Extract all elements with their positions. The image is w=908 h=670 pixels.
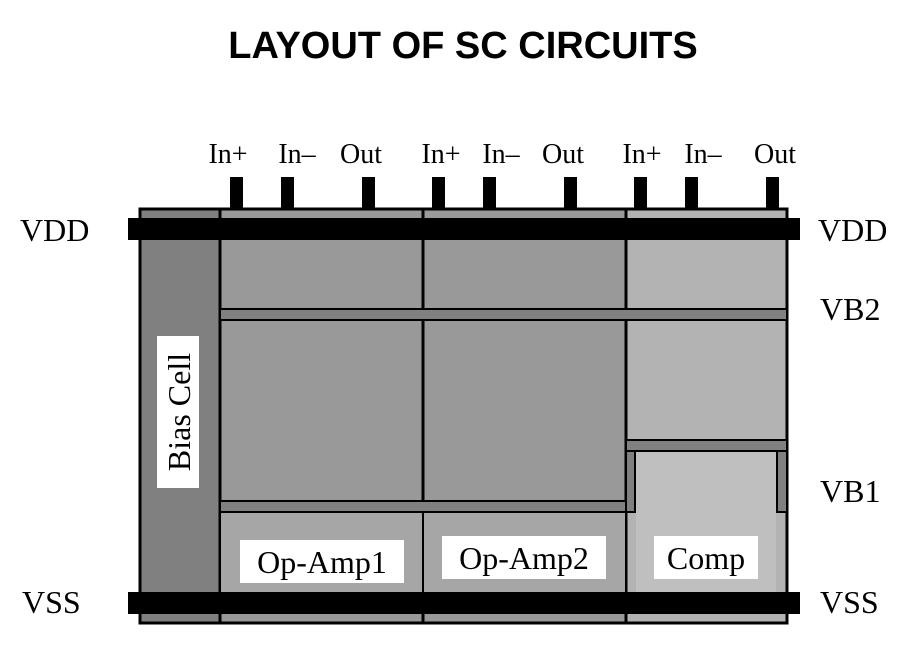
pin-stubs xyxy=(230,177,779,209)
pin-stub xyxy=(564,177,577,209)
vb1-label: VB1 xyxy=(820,473,880,509)
vss-label-left: VSS xyxy=(22,584,81,620)
vb2-label: VB2 xyxy=(820,291,880,327)
pin-stub xyxy=(766,177,779,209)
bias-cell-label-box xyxy=(157,336,199,488)
pin-stub xyxy=(281,177,294,209)
bias-cell-label: Bias Cell xyxy=(157,336,199,488)
pin-label: Out xyxy=(754,139,796,170)
vb1-connector-right xyxy=(776,450,788,513)
opamp2-label-box xyxy=(442,536,606,579)
bias-cell-text: Bias Cell xyxy=(161,353,197,471)
pin-stub xyxy=(432,177,445,209)
pin-stub xyxy=(362,177,375,209)
pin-label: Out xyxy=(542,139,584,170)
pin-stub xyxy=(483,177,496,209)
pin-label: In+ xyxy=(208,139,247,170)
pin-label: Out xyxy=(340,139,382,170)
pin-label: In– xyxy=(278,139,316,170)
pin-labels: In+ In– Out In+ In– Out In+ In– Out xyxy=(208,139,796,170)
pin-label: In– xyxy=(482,139,520,170)
pin-label: In+ xyxy=(622,139,661,170)
opamp1-label: Op-Amp1 xyxy=(257,544,387,580)
vdd-rail xyxy=(128,218,800,240)
diagram-title: LAYOUT OF SC CIRCUITS xyxy=(228,25,697,67)
comp-label: Comp xyxy=(667,540,745,576)
vdd-label-right: VDD xyxy=(818,212,887,248)
vb1-rail-comp xyxy=(625,439,788,452)
opamp2-label: Op-Amp2 xyxy=(459,540,589,576)
pin-stub xyxy=(685,177,698,209)
vb1-connector-left xyxy=(625,450,636,513)
vb2-rail xyxy=(219,308,788,321)
vb1-rail-opamps xyxy=(219,500,634,513)
vdd-label-left: VDD xyxy=(20,212,89,248)
opamp1-label-box xyxy=(240,540,404,583)
vss-rail xyxy=(128,592,800,614)
pin-stub xyxy=(230,177,243,209)
pin-label: In– xyxy=(684,139,722,170)
pin-label: In+ xyxy=(421,139,460,170)
pin-stub xyxy=(634,177,647,209)
comp-label-box xyxy=(654,536,758,579)
vss-label-right: VSS xyxy=(820,584,879,620)
